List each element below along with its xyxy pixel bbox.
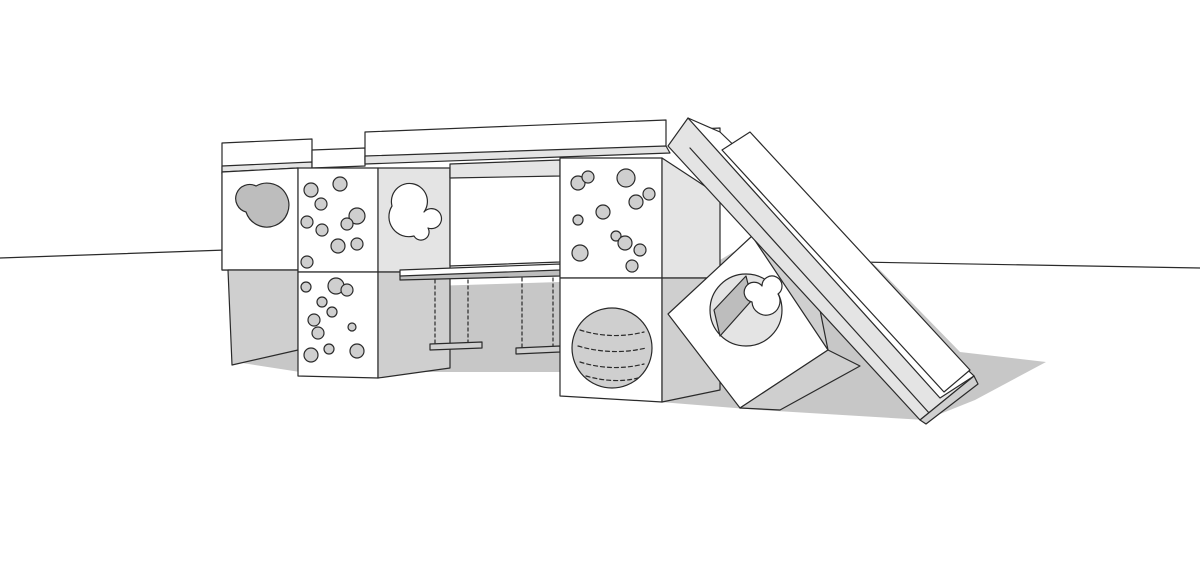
tunnel-opening — [571, 307, 653, 389]
mickey-cutout — [235, 182, 290, 228]
cube-upper-right — [559, 157, 721, 279]
top-deck — [221, 119, 721, 175]
left-end-block — [221, 167, 299, 366]
swing-bay — [399, 159, 561, 355]
tilted-cube — [667, 235, 861, 411]
mickey-cutout — [743, 275, 783, 316]
horizon-line — [0, 249, 1200, 269]
swing-seat — [515, 345, 561, 355]
cube-lower-right — [559, 277, 721, 403]
mickey-cutout — [388, 182, 443, 241]
cube-upper-left — [297, 167, 451, 273]
swing-seat — [429, 341, 483, 351]
cube-lower-left — [297, 271, 451, 379]
slide — [667, 117, 979, 425]
